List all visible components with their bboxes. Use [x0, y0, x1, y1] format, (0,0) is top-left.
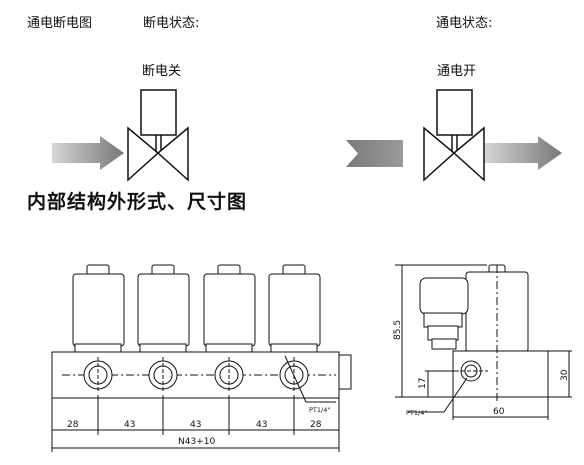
off-valve-symbol	[127, 126, 160, 182]
off-caption: 断电关	[142, 64, 182, 79]
front-port-label: PT1/4"	[309, 406, 330, 414]
valve-4	[268, 264, 321, 353]
dim-left-28: 28	[67, 420, 79, 430]
on-state-diagram	[346, 89, 562, 182]
off-state-label: 断电状态:	[143, 16, 200, 31]
dim-body-height: 30	[560, 369, 570, 381]
dim-right-28: 28	[310, 420, 322, 430]
port-3	[214, 357, 244, 393]
valve-3	[203, 264, 256, 353]
dim-43-a: 43	[124, 420, 135, 430]
side-connector	[419, 277, 469, 315]
dim-43-b: 43	[190, 420, 201, 430]
diagram-title: 通电断电图	[27, 16, 93, 31]
off-solenoid-coil	[140, 89, 177, 136]
dim-overall: N43+10	[178, 437, 215, 447]
side-port-label: PT1/4"	[406, 409, 427, 417]
side-view-drawing	[395, 264, 572, 420]
on-caption: 通电开	[437, 64, 477, 79]
port-2	[148, 357, 178, 393]
dim-width: 60	[493, 407, 505, 417]
front-view-drawing	[51, 264, 352, 452]
on-state-label: 通电状态:	[436, 16, 493, 31]
port-1	[83, 357, 113, 393]
off-state-diagram	[52, 89, 189, 182]
on-flow-arrow-in	[346, 140, 403, 167]
on-valve-symbol	[423, 126, 456, 182]
section-title: 内部结构外形式、尺寸图	[27, 191, 248, 213]
valve-1	[72, 264, 125, 353]
on-solenoid-coil	[436, 89, 473, 136]
dim-height: 85.5	[393, 320, 403, 340]
dim-43-c: 43	[256, 420, 267, 430]
on-flow-arrow-out	[484, 136, 562, 170]
off-flow-arrow	[52, 136, 124, 170]
dim-offset: 17	[418, 378, 428, 389]
valve-2	[137, 264, 190, 353]
